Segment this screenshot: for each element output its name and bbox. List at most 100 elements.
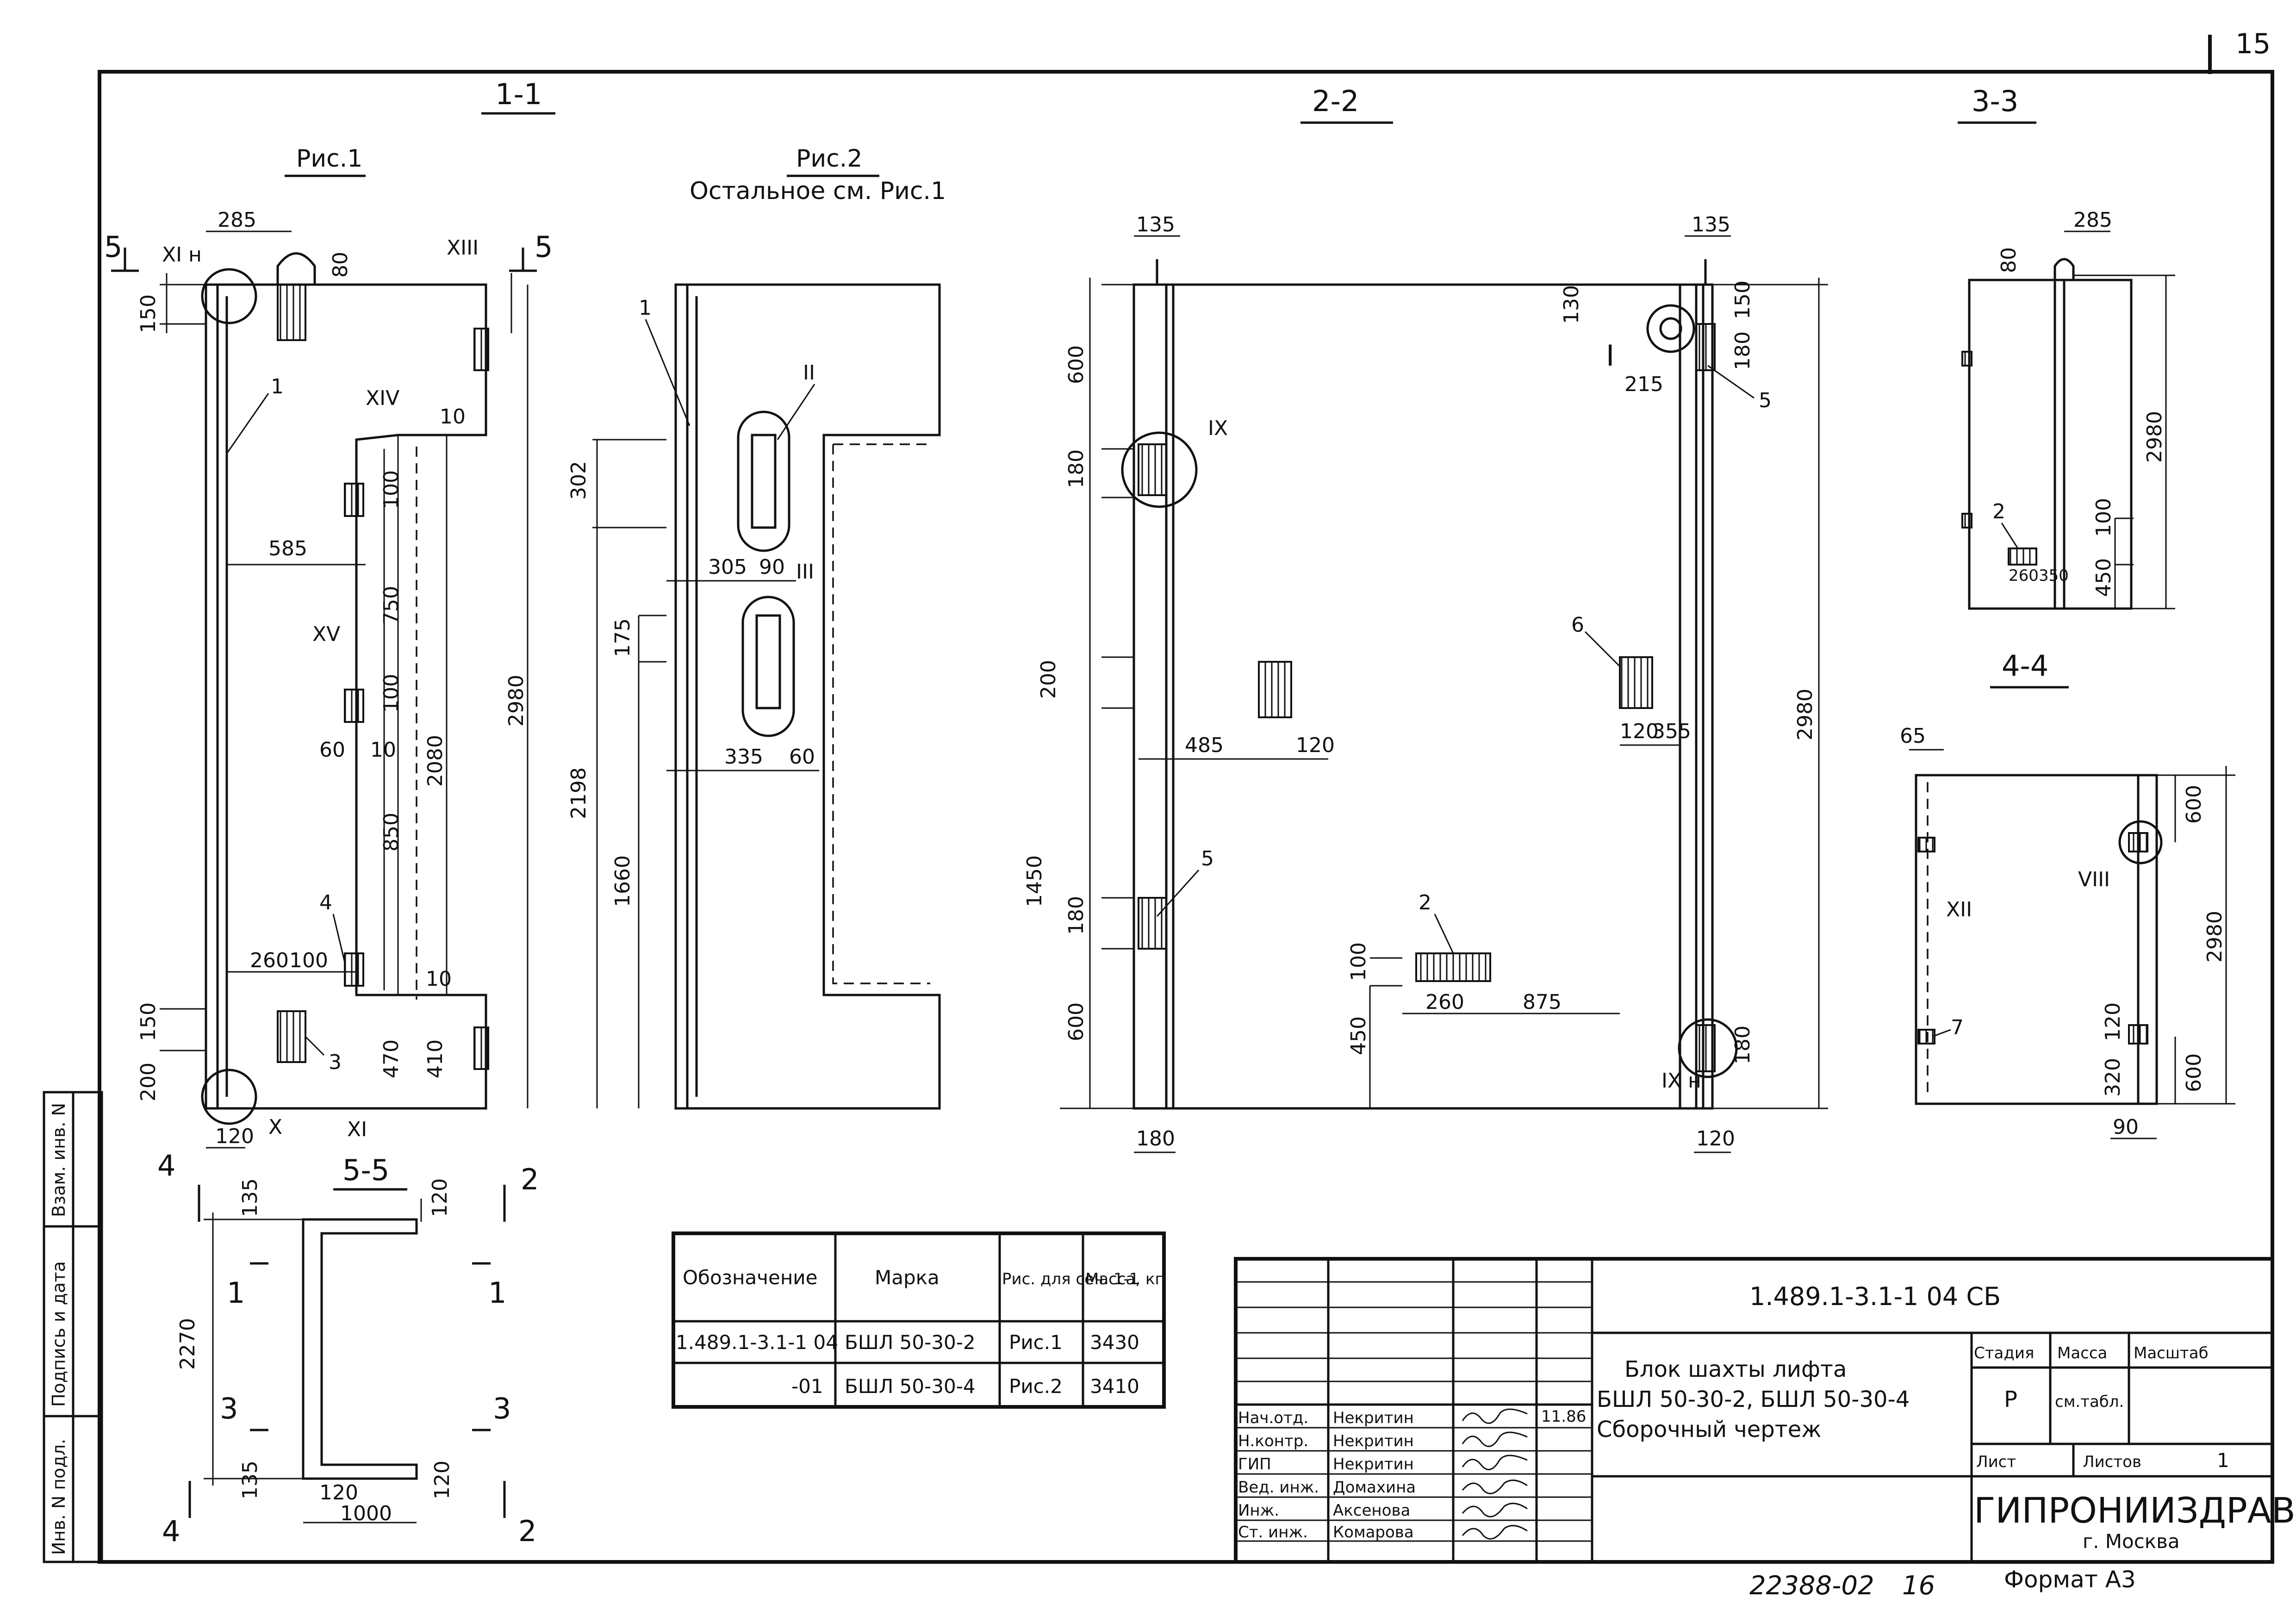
spec-header-fig: Рис. для сеч. 1-1: [1002, 1270, 1139, 1288]
dim-s11-120: 120: [215, 1125, 254, 1148]
dim-s22-1450: 1450: [1023, 855, 1046, 907]
dim-s22-875: 875: [1523, 990, 1562, 1014]
dim-s11-10b: 10: [440, 405, 466, 429]
sheet-frame: [98, 70, 2274, 1564]
view-section-3-3: 3-3 285 80 2980 100 450 260 350 2: [1958, 84, 2175, 610]
dim-s11-150: 150: [137, 294, 160, 333]
title-date: 11.86: [1541, 1407, 1586, 1426]
signer-role-6: Ст. инж.: [1238, 1523, 1308, 1542]
signer-role-2: Н.контр.: [1238, 1432, 1308, 1450]
spec-header-mark: Марка: [875, 1266, 940, 1289]
dim-s33-285: 285: [2073, 208, 2112, 232]
spec-row2-mark: БШЛ 50-30-4: [845, 1375, 976, 1398]
dim-s33-2980: 2980: [2143, 411, 2166, 463]
callout-s11-4: 4: [319, 891, 332, 914]
dim-s22-180d: 180: [1731, 331, 1755, 370]
callout-s33-2: 2: [1992, 500, 2005, 523]
dim-s22-135a: 135: [1136, 213, 1175, 236]
callout-s55-2-top: 2: [521, 1163, 539, 1196]
dim-s11-2980: 2980: [504, 675, 528, 727]
callout-fig2-1: 1: [639, 296, 652, 320]
spec-row2-fig: Рис.2: [1009, 1375, 1063, 1398]
dim-s22-100: 100: [1347, 942, 1370, 981]
signature-scribble-6: [1462, 1525, 1528, 1540]
spec-header-designation: Обозначение: [683, 1266, 817, 1289]
callout-fig2-ii: II: [803, 361, 815, 385]
title-name-line1: Блок шахты лифта: [1624, 1356, 1847, 1382]
title-scale-header: Масштаб: [2134, 1344, 2209, 1362]
dim-s33-260: 260: [2009, 566, 2039, 585]
title-mass-header: Масса: [2057, 1344, 2107, 1362]
spec-row2-mass: 3410: [1090, 1375, 1139, 1398]
dim-s11-850: 850: [380, 813, 403, 852]
dim-s44-65: 65: [1900, 724, 1926, 748]
signature-scribble-2: [1462, 1431, 1528, 1447]
callout-s44-7: 7: [1951, 1016, 1964, 1039]
view-section-1-1: 1-1 Рис.1 285 8: [104, 77, 555, 1149]
dim-fig2-305: 305: [708, 555, 747, 579]
dim-s22-135b: 135: [1692, 213, 1730, 236]
side-strip: Инв. N подл. Подпись и дата Взам. инв. N: [43, 1091, 103, 1563]
callout-s11-x: X: [268, 1115, 282, 1139]
callout-s22-ix: IX: [1208, 417, 1228, 440]
fig2-caption: Рис.2: [796, 145, 862, 173]
signer-name-5: Аксенова: [1333, 1501, 1410, 1520]
title-name-line2: БШЛ 50-30-2, БШЛ 50-30-4: [1597, 1387, 1910, 1412]
signer-name-3: Некритин: [1333, 1455, 1414, 1474]
callout-s11-3: 3: [329, 1051, 342, 1074]
dim-fig2-1660: 1660: [611, 855, 635, 907]
callout-s11-5-right: 5: [535, 230, 553, 264]
signer-role-4: Вед. инж.: [1238, 1478, 1319, 1497]
callout-s55-3-right: 3: [493, 1392, 511, 1425]
signer-name-6: Комарова: [1333, 1523, 1414, 1542]
dim-s44-120: 120: [2101, 1002, 2125, 1041]
title-code: 1.489.1-3.1-1 04 СБ: [1749, 1282, 2001, 1311]
dim-s22-180c: 180: [1731, 1026, 1755, 1064]
dim-s11-200: 200: [137, 1063, 160, 1101]
signature-scribble-3: [1462, 1455, 1528, 1470]
title-sheets-value: 1: [2217, 1449, 2229, 1472]
signer-role-5: Инж.: [1238, 1501, 1279, 1520]
dim-s11-585: 585: [268, 537, 307, 560]
dim-s22-215: 215: [1624, 373, 1663, 396]
fig2-note: Остальное см. Рис.1: [690, 177, 946, 205]
dim-s22-600a: 600: [1064, 345, 1088, 384]
signer-role-1: Нач.отд.: [1238, 1409, 1308, 1427]
callout-s55-1-right: 1: [488, 1276, 506, 1310]
dim-s55-135a: 135: [238, 1178, 262, 1217]
strip-replace-label: Взам. инв. N: [49, 1103, 69, 1217]
callout-fig2-iii: III: [796, 560, 814, 584]
top-sheet-number: 15: [2235, 28, 2271, 60]
callout-s11-xiii: XIII: [447, 236, 479, 260]
fig1-caption: Рис.1: [296, 145, 362, 173]
dim-fig2-60: 60: [789, 745, 815, 769]
callout-s44-xii: XII: [1946, 898, 1972, 921]
dim-s44-600b: 600: [2182, 1053, 2206, 1092]
callout-s22-5b: 5: [1759, 389, 1772, 412]
callout-s11-5-left: 5: [104, 230, 122, 264]
view-section-2-2: 2-2: [1023, 84, 1828, 1153]
title-sheet-header: Лист: [1976, 1453, 2016, 1471]
title-stage-value: Р: [2004, 1387, 2017, 1412]
dim-s33-100: 100: [2092, 498, 2116, 537]
callout-s55-4-top: 4: [157, 1149, 175, 1182]
view-section-4-4: 4-4 65 600 2980 120 320 600 90 XII VIII …: [1900, 649, 2235, 1139]
signature-scribble-4: [1462, 1480, 1528, 1494]
dim-s55-2270: 2270: [176, 1318, 199, 1370]
dim-s22-260: 260: [1425, 990, 1464, 1014]
dim-s22-2980: 2980: [1793, 689, 1817, 740]
dim-s11-260: 260: [250, 949, 289, 972]
dim-s22-485: 485: [1185, 734, 1224, 757]
dim-fig2-2198: 2198: [567, 767, 591, 819]
dim-s22-150: 150: [1731, 280, 1755, 319]
dim-s11-150b: 150: [137, 1002, 160, 1041]
dim-s22-120b: 120: [1620, 720, 1659, 743]
spec-header-mass: Масса, кг: [1085, 1270, 1163, 1288]
dim-s22-120c: 180: [1136, 1127, 1175, 1150]
title-mass-value: см.табл.: [2055, 1393, 2124, 1411]
dim-s22-120a: 120: [1296, 734, 1335, 757]
dim-s22-200: 200: [1037, 660, 1060, 699]
signature-scribble-5: [1462, 1503, 1528, 1517]
callout-s11-xv: XV: [312, 622, 340, 646]
